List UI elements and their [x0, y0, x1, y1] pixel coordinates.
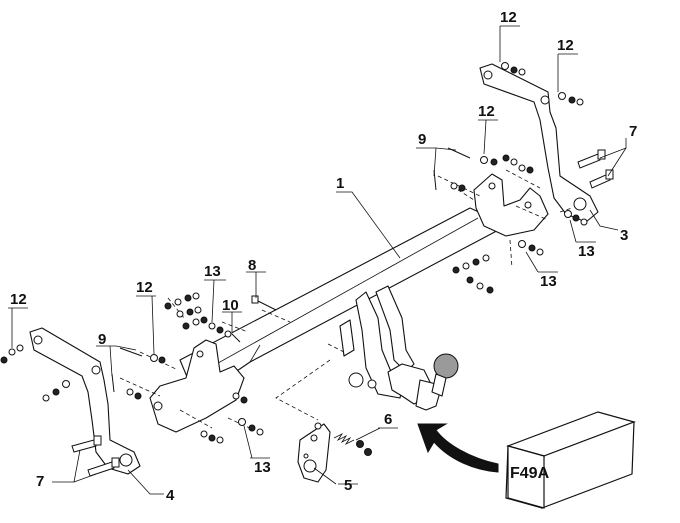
fastener-hardware: [0, 62, 614, 477]
callout-9-right: 9: [418, 131, 426, 148]
callout-8: 8: [248, 257, 256, 274]
callout-13-bottom: 13: [254, 459, 271, 476]
right-bracket-part-3: [479, 63, 599, 223]
model-code-box: F49A: [505, 411, 636, 509]
callout-9-left: 9: [98, 331, 106, 348]
callout-13-right-upper: 13: [578, 243, 595, 260]
callout-12-center: 12: [478, 103, 495, 120]
callout-12-upper-right: 12: [557, 37, 574, 54]
callout-6: 6: [384, 411, 392, 428]
callout-13-left-upper: 13: [204, 263, 221, 280]
callout-4: 4: [166, 487, 175, 504]
callout-10: 10: [222, 297, 239, 314]
callout-1: 1: [336, 175, 344, 192]
spring-bolt-part-6: [333, 432, 372, 456]
callout-3: 3: [620, 227, 628, 244]
callout-leaders: [8, 25, 627, 495]
left-bracket-part-4: [29, 327, 141, 475]
socket-plate-part-5: [297, 423, 331, 483]
main-crossbar-part-1: [149, 173, 549, 433]
callout-5: 5: [344, 477, 352, 494]
model-code: F49A: [510, 465, 550, 482]
callout-7-right: 7: [629, 123, 637, 140]
callout-12-top: 12: [500, 9, 517, 26]
callout-numbers: 1 12 12 12 9 7 3 13 13 8 13 10 12 9 12 7…: [10, 9, 637, 504]
callout-12-left-middle: 12: [136, 279, 153, 296]
callout-12-far-left: 12: [10, 291, 27, 308]
callout-7-left: 7: [36, 473, 44, 490]
tow-ball-neck: [348, 353, 459, 411]
callout-13-right-lower: 13: [540, 273, 557, 290]
mounting-direction-arrow: [417, 423, 499, 473]
